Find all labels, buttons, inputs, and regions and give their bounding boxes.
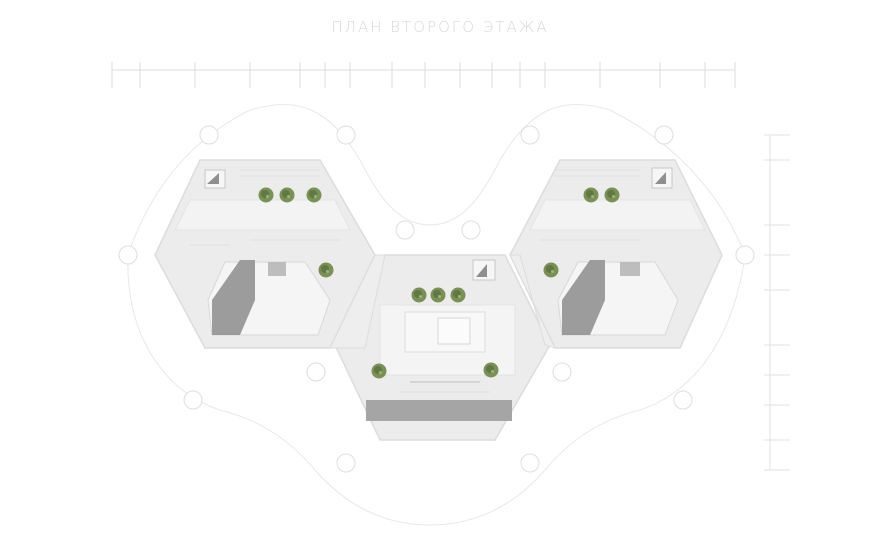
column-circle-icon <box>395 220 415 240</box>
right-dimension-line <box>764 134 790 471</box>
tree-icon <box>450 287 466 303</box>
column-circle-icon <box>336 453 356 473</box>
center-wing <box>334 254 551 441</box>
axis-circles <box>118 125 755 473</box>
column-circle-icon <box>199 125 219 145</box>
right-void-dark <box>562 260 605 335</box>
tree-icon <box>371 363 387 379</box>
left-wing <box>154 159 376 349</box>
column-circle-icon <box>336 125 356 145</box>
tree-icon <box>318 262 334 278</box>
top-dimension-line <box>111 62 736 88</box>
stair-icon <box>472 259 496 281</box>
center-dark-band <box>366 400 512 421</box>
tree-icon <box>483 362 499 378</box>
column-circle-icon <box>673 390 693 410</box>
trees-layer <box>258 187 620 379</box>
tree-icon <box>279 187 295 203</box>
column-circle-icon <box>183 390 203 410</box>
stair-icon <box>651 167 673 189</box>
column-circle-icon <box>735 245 755 265</box>
tree-icon <box>543 262 559 278</box>
tree-icon <box>258 187 274 203</box>
tree-icon <box>604 187 620 203</box>
stair-icon <box>204 169 226 189</box>
column-circle-icon <box>306 362 326 382</box>
left-void-dark <box>212 260 255 335</box>
column-circle-icon <box>552 362 572 382</box>
tree-icon <box>306 187 322 203</box>
plan-title: ПЛАН ВТОРОГО ЭТАЖА <box>331 18 549 36</box>
column-circle-icon <box>520 125 540 145</box>
tree-icon <box>583 187 599 203</box>
column-circle-icon <box>461 220 481 240</box>
column-circle-icon <box>520 453 540 473</box>
right-wing <box>509 159 723 349</box>
connector-bridges <box>329 254 556 349</box>
column-circle-icon <box>654 125 674 145</box>
column-circle-icon <box>118 245 138 265</box>
tree-icon <box>411 287 427 303</box>
tree-icon <box>430 287 446 303</box>
